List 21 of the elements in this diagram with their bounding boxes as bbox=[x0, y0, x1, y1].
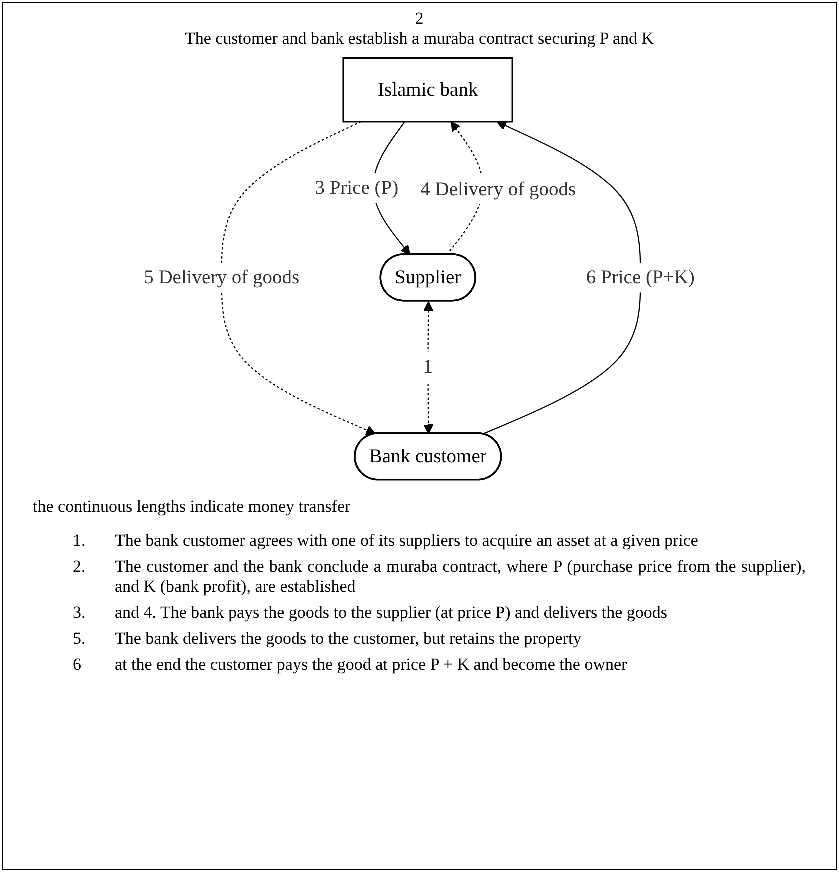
list-item-text: The bank delivers the goods to the customer, but retains the property bbox=[115, 629, 582, 649]
step-number: 2 bbox=[414, 9, 425, 29]
list-number: 3. bbox=[73, 603, 87, 623]
note-text: The customer and bank establish a muraba contract securing P and K bbox=[184, 29, 656, 49]
edge-label: 4 Delivery of goods bbox=[420, 178, 576, 200]
list-item-text: at the end the customer pays the good at price P + K and become the owner bbox=[115, 655, 628, 675]
list-item-text: and 4. The bank pays the goods to the supplier (at price P) and delivers the goods bbox=[115, 603, 668, 623]
caption-note: the continuous lengths indicate money transfer bbox=[33, 497, 352, 517]
arrow bbox=[482, 121, 642, 435]
list-number: 5. bbox=[73, 629, 87, 649]
list-number: 2. bbox=[73, 557, 87, 578]
list-number: 6 bbox=[73, 655, 82, 675]
list-item-text: The customer and the bank conclude a muraba contract, where P (purchase price from the supplier), and K (bank profit), are established bbox=[115, 557, 806, 597]
list-item-text: The bank customer agrees with one of its suppliers to acquire an asset at a given price bbox=[115, 531, 698, 551]
arrow bbox=[221, 121, 376, 436]
edge-label: 5 Delivery of goods bbox=[144, 266, 300, 288]
edge-label: 1 bbox=[423, 356, 433, 378]
edge-label: 6 Price (P+K) bbox=[586, 266, 695, 288]
edge-label: 3 Price (P) bbox=[315, 176, 399, 199]
list-number: 1. bbox=[73, 531, 87, 551]
node-box: Islamic bank bbox=[342, 57, 514, 123]
